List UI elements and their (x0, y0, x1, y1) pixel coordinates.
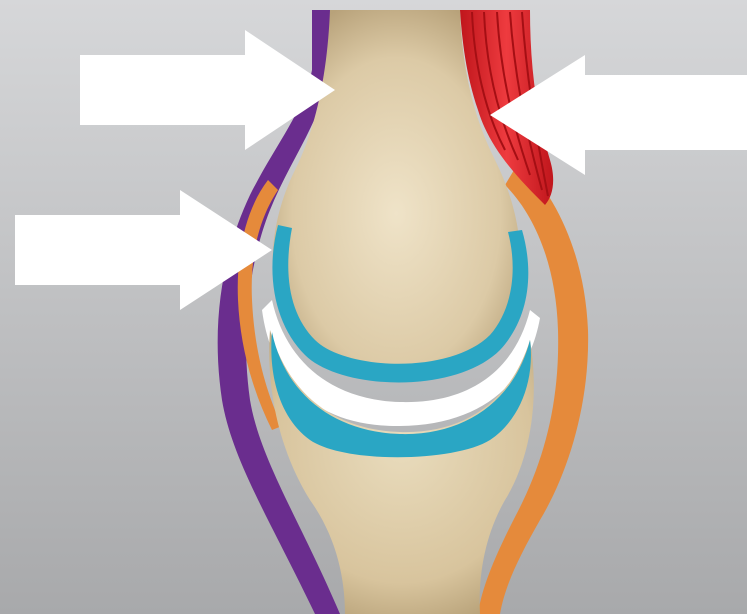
joint-diagram-svg (0, 0, 747, 614)
joint-diagram (0, 0, 747, 614)
